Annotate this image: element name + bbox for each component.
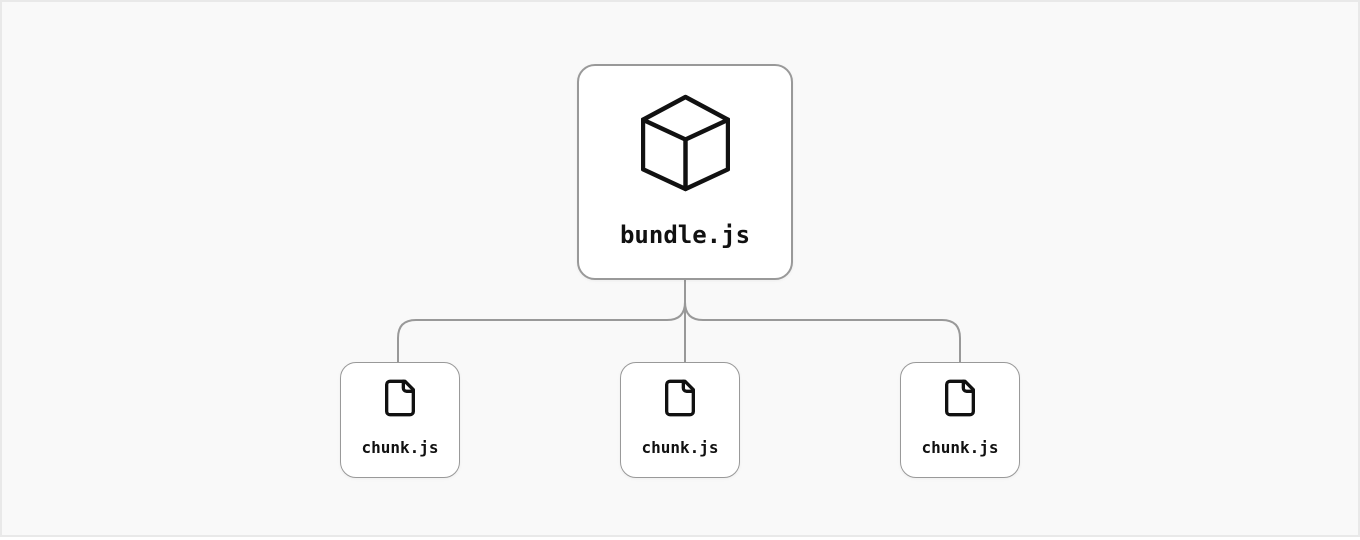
- node-bundle: bundle.js: [577, 64, 793, 280]
- connector-root-to-right: [684, 301, 961, 363]
- box-icon: [640, 94, 730, 192]
- node-chunk-1: chunk.js: [340, 362, 460, 478]
- file-icon: [380, 378, 420, 418]
- node-label: chunk.js: [641, 438, 719, 457]
- file-icon: [940, 378, 980, 418]
- node-chunk-3: chunk.js: [900, 362, 1020, 478]
- node-label: bundle.js: [619, 221, 751, 249]
- node-chunk-2: chunk.js: [620, 362, 740, 478]
- file-icon: [660, 378, 700, 418]
- node-label: chunk.js: [921, 438, 999, 457]
- node-label: chunk.js: [361, 438, 439, 457]
- connector-root-to-left: [397, 301, 686, 363]
